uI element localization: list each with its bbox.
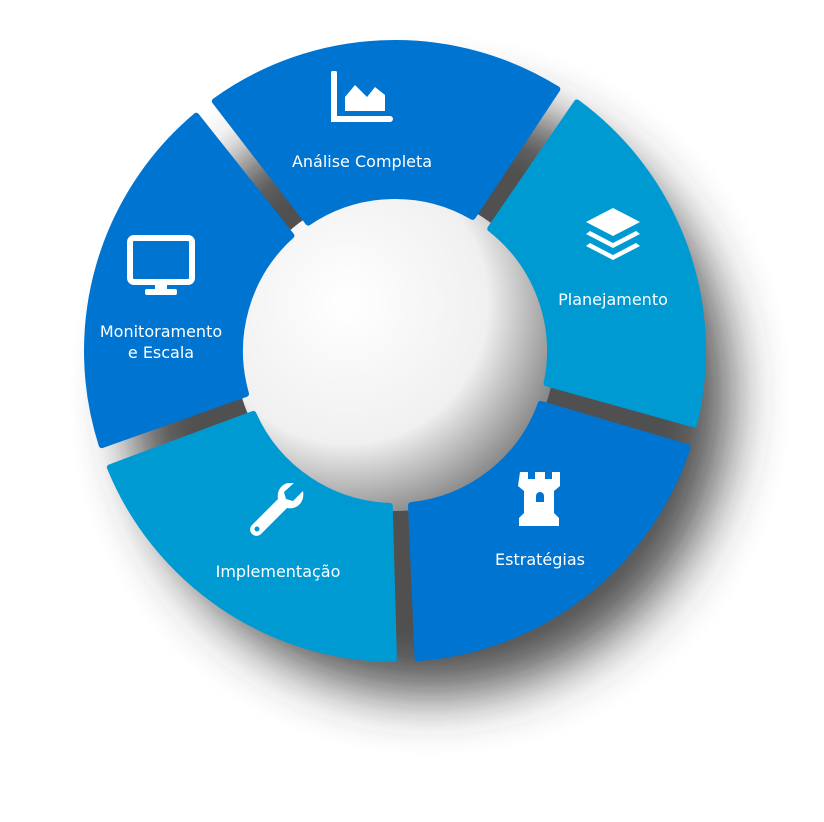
layers-icon	[582, 206, 644, 268]
wrench-icon	[247, 482, 309, 547]
segment-label-planejamento: Planejamento	[558, 290, 668, 309]
segment-label-analise: Análise Completa	[291, 152, 433, 171]
segment-label-estrategias: Estratégias	[495, 550, 585, 569]
segment-label-monitoramento: Monitoramento e Escala	[99, 322, 223, 362]
ring-segment	[487, 99, 706, 428]
ring-segment	[106, 410, 397, 662]
chess-rook-icon	[516, 470, 564, 532]
area-chart-icon	[331, 70, 393, 129]
center-hole	[235, 191, 555, 511]
segment-label-implementacao: Implementação	[215, 562, 341, 581]
monitor-icon	[127, 235, 195, 301]
ring-segment	[211, 40, 561, 226]
ring-segment	[408, 400, 691, 662]
